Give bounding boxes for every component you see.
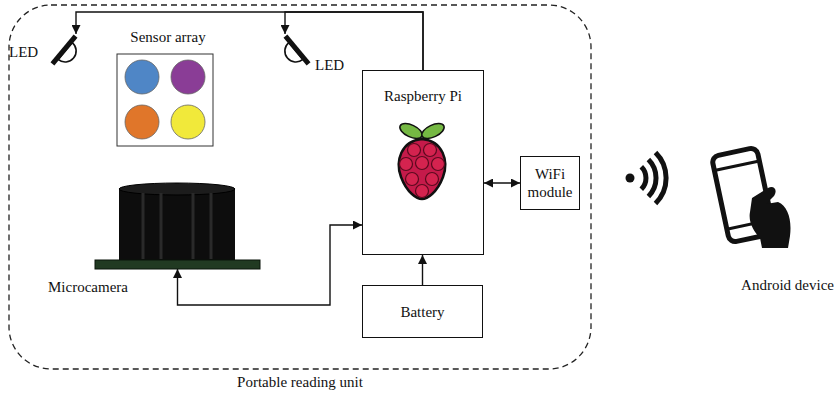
node-label: Microcamera	[48, 278, 128, 296]
connector-arrow	[422, 255, 423, 285]
battery-box: Battery	[362, 285, 483, 338]
camera-illustration	[95, 183, 260, 269]
sensor-array-plate	[113, 27, 217, 149]
node-label: Android device	[741, 276, 834, 294]
wifi-signal	[626, 153, 667, 204]
led-symbol: LED	[8, 30, 86, 80]
microcamera: Microcamera	[95, 183, 260, 269]
node-label: Sensor array	[113, 27, 223, 46]
connector-arrow	[484, 182, 520, 183]
node-label: LED	[9, 43, 38, 61]
node-label: Raspberry Pi	[363, 71, 483, 105]
android-device: Android device	[698, 140, 836, 302]
raspberry-pi-box: Raspberry Pi	[362, 70, 484, 255]
node-label: Portable reading unit	[8, 373, 592, 391]
wifi-module-box: WiFi module	[520, 156, 580, 210]
led-symbol: LED	[271, 30, 351, 80]
node-label: LED	[315, 56, 344, 74]
sensor-array: Sensor array	[113, 27, 223, 149]
node-label: Battery	[397, 301, 447, 323]
connector-arrow	[285, 12, 423, 70]
portable-unit-outline: LED Sensor arrayLED Raspberry Pi WiFi modul…	[8, 4, 592, 370]
node-label: WiFi module	[521, 163, 579, 203]
